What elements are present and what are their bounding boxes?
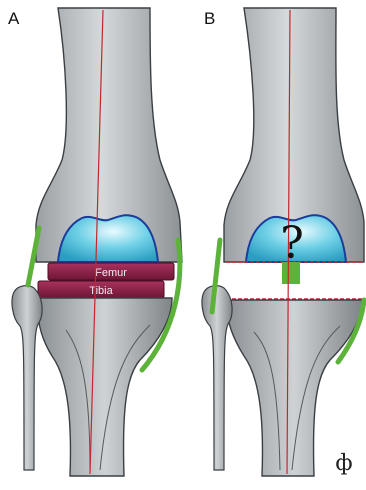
fibula-b: [202, 286, 232, 470]
panel-a-letter: A: [8, 9, 20, 28]
unknown-gap-mark: ?: [280, 218, 304, 269]
fibula-a: [12, 286, 42, 470]
artist-signature: ф: [335, 451, 352, 476]
panel-b-letter: B: [204, 9, 215, 28]
panel-b: ? B ф: [202, 8, 364, 476]
femur-spacer-label: Femur: [95, 267, 127, 279]
tibia-a: [38, 298, 172, 476]
panel-a: Femur Tibia A: [8, 8, 182, 476]
tibia-spacer-label: Tibia: [89, 285, 113, 297]
